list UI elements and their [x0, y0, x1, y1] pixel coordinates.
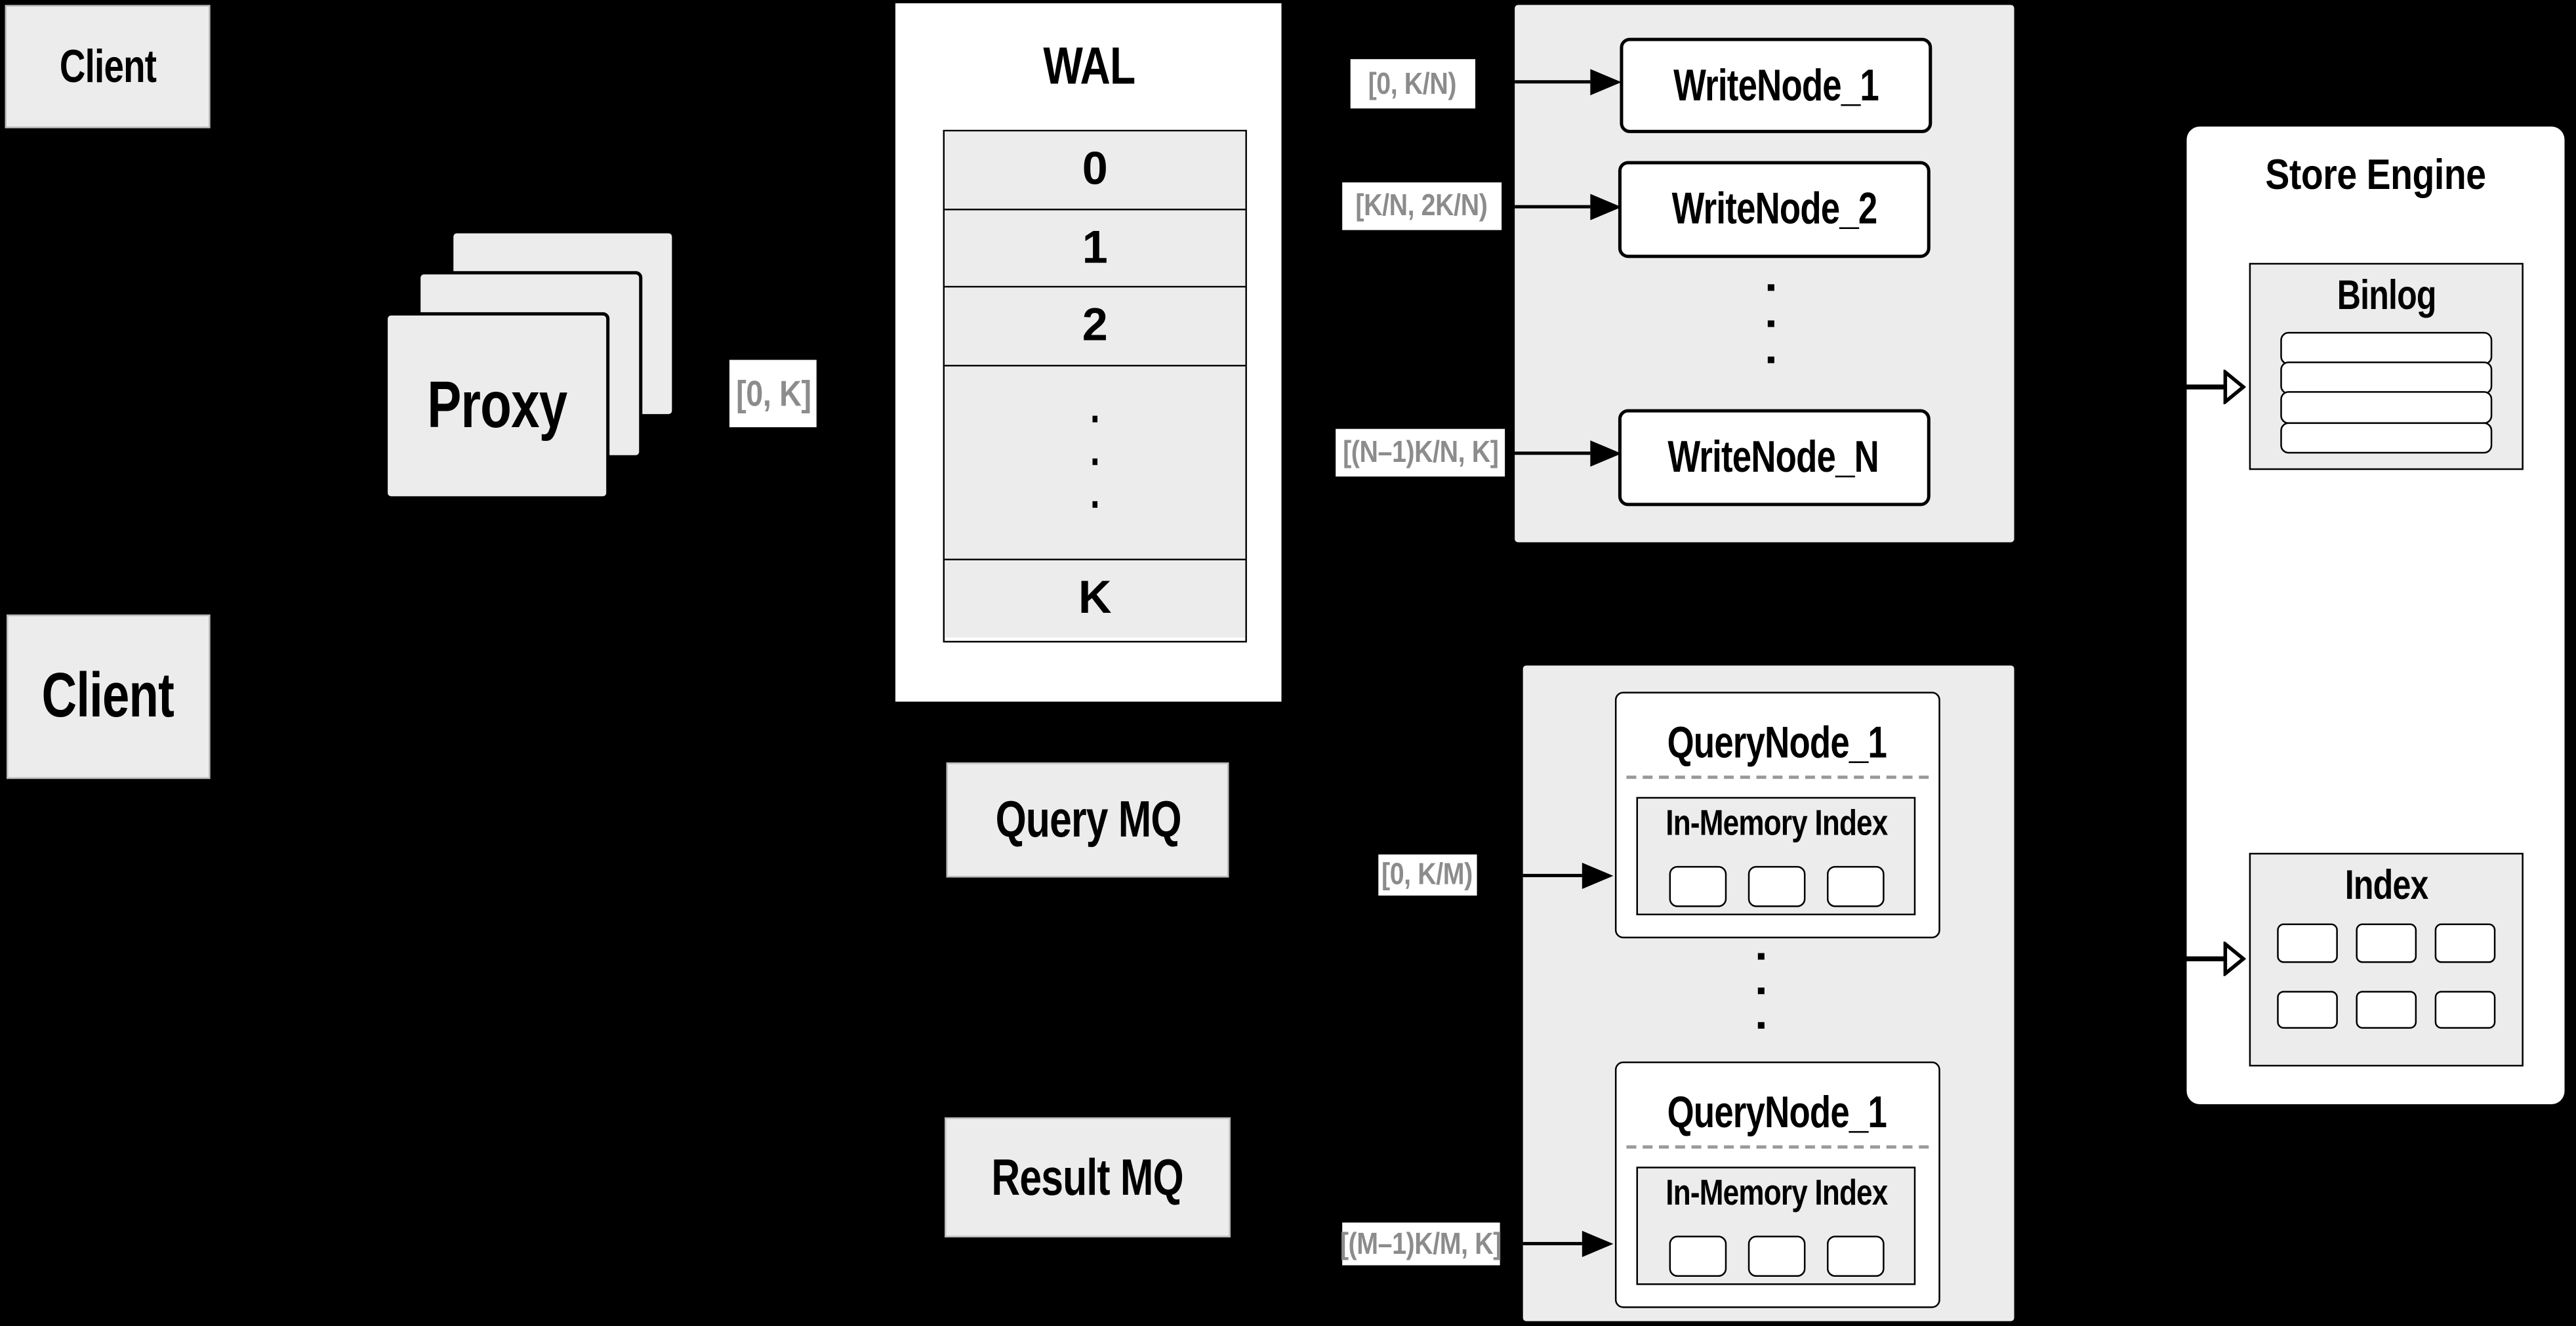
flow-label-proxy-to-wal: [0, K] — [729, 360, 817, 428]
querynode-m-divider — [1626, 1145, 1929, 1149]
binlog-segment — [2280, 392, 2493, 424]
index-segment-cell — [1668, 865, 1726, 907]
proxy-box-front: Proxy — [384, 312, 610, 500]
wal-panel: WAL 0 1 2 K — [895, 3, 1282, 702]
writenode-n: WriteNode_N — [1617, 408, 1930, 506]
wal-row-k: K — [945, 559, 1246, 637]
index-segment-cell — [1747, 865, 1805, 907]
index-cell — [2356, 989, 2417, 1029]
inmemory-index-title: In-Memory Index — [1665, 1171, 1887, 1213]
wal-row-ellipsis — [945, 365, 1246, 560]
index-cell — [2356, 923, 2417, 963]
arrow-to-writenode-2 — [1514, 191, 1622, 222]
index-cells-row-2 — [2251, 989, 2522, 1029]
index-cell — [2434, 923, 2496, 963]
flow-label-wal-to-writenode-1: [0, K/N) — [1350, 59, 1476, 109]
inmemory-index-title: In-Memory Index — [1665, 802, 1887, 843]
wal-table: 0 1 2 K — [943, 129, 1247, 643]
wal-row-2: 2 — [945, 287, 1246, 366]
binlog-segment — [2280, 421, 2493, 454]
binlog-segments — [2251, 331, 2522, 454]
index-cell — [2277, 923, 2338, 963]
store-engine-title: Store Engine — [2265, 148, 2486, 198]
querynode-m: QueryNode_1 In-Memory Index — [1614, 1061, 1940, 1308]
index-cell — [2434, 989, 2496, 1029]
index-segment-cell — [1668, 1235, 1726, 1277]
index-segment-cell — [1747, 1235, 1805, 1277]
client-top-label: Client — [59, 40, 156, 91]
binlog-title: Binlog — [2337, 272, 2436, 318]
inmemory-index-cells — [1638, 865, 1914, 907]
querynode-ellipsis — [1757, 953, 1764, 1028]
query-mq-box: Query MQ — [946, 762, 1229, 878]
binlog-segment — [2280, 362, 2493, 394]
wal-title: WAL — [1042, 35, 1135, 95]
flow-label-query-to-node-1: [0, K/M) — [1378, 854, 1477, 896]
index-cell — [2277, 989, 2338, 1029]
index-segment-cell — [1826, 865, 1884, 907]
result-mq-box: Result MQ — [945, 1117, 1231, 1237]
proxy-label: Proxy — [426, 369, 567, 442]
querynode-m-inmemory-index: In-Memory Index — [1636, 1167, 1916, 1285]
arrow-to-binlog — [2186, 369, 2246, 405]
querynode-m-title: QueryNode_1 — [1667, 1087, 1888, 1136]
arrow-to-writenode-n — [1514, 437, 1622, 468]
index-box: Index — [2249, 852, 2524, 1067]
index-title: Index — [2344, 861, 2428, 908]
flow-label-query-to-node-m: [(M–1)K/M, K] — [1340, 1222, 1502, 1266]
querynode-1-divider — [1626, 776, 1929, 779]
writenode-ellipsis — [1767, 284, 1774, 363]
arrow-to-index — [2186, 942, 2246, 976]
inmemory-index-cells — [1638, 1235, 1914, 1277]
wal-row-0: 0 — [945, 131, 1246, 210]
flow-label-wal-to-writenode-n: [(N–1)K/N, K] — [1336, 428, 1505, 477]
client-box-top: Client — [5, 5, 211, 129]
store-engine-panel: Store Engine Binlog Index — [2186, 126, 2565, 1105]
flow-label-wal-to-writenode-2: [K/N, 2K/N) — [1342, 182, 1502, 230]
arrow-to-querynode-m — [1523, 1228, 1614, 1260]
arrow-to-querynode-1 — [1523, 860, 1614, 891]
client-box-bottom: Client — [7, 614, 211, 779]
binlog-segment — [2280, 331, 2493, 364]
querynode-1-title: QueryNode_1 — [1667, 717, 1888, 767]
querynode-1: QueryNode_1 In-Memory Index — [1614, 692, 1940, 939]
wal-row-1: 1 — [945, 209, 1246, 288]
writenode-1: WriteNode_1 — [1620, 37, 1932, 133]
index-cells-row-1 — [2251, 923, 2522, 963]
writenode-2: WriteNode_2 — [1618, 161, 1931, 259]
querynode-1-inmemory-index: In-Memory Index — [1636, 797, 1916, 916]
arrow-to-writenode-1 — [1514, 66, 1622, 98]
binlog-box: Binlog — [2249, 262, 2524, 470]
index-segment-cell — [1826, 1235, 1884, 1277]
client-bottom-label: Client — [42, 661, 175, 731]
